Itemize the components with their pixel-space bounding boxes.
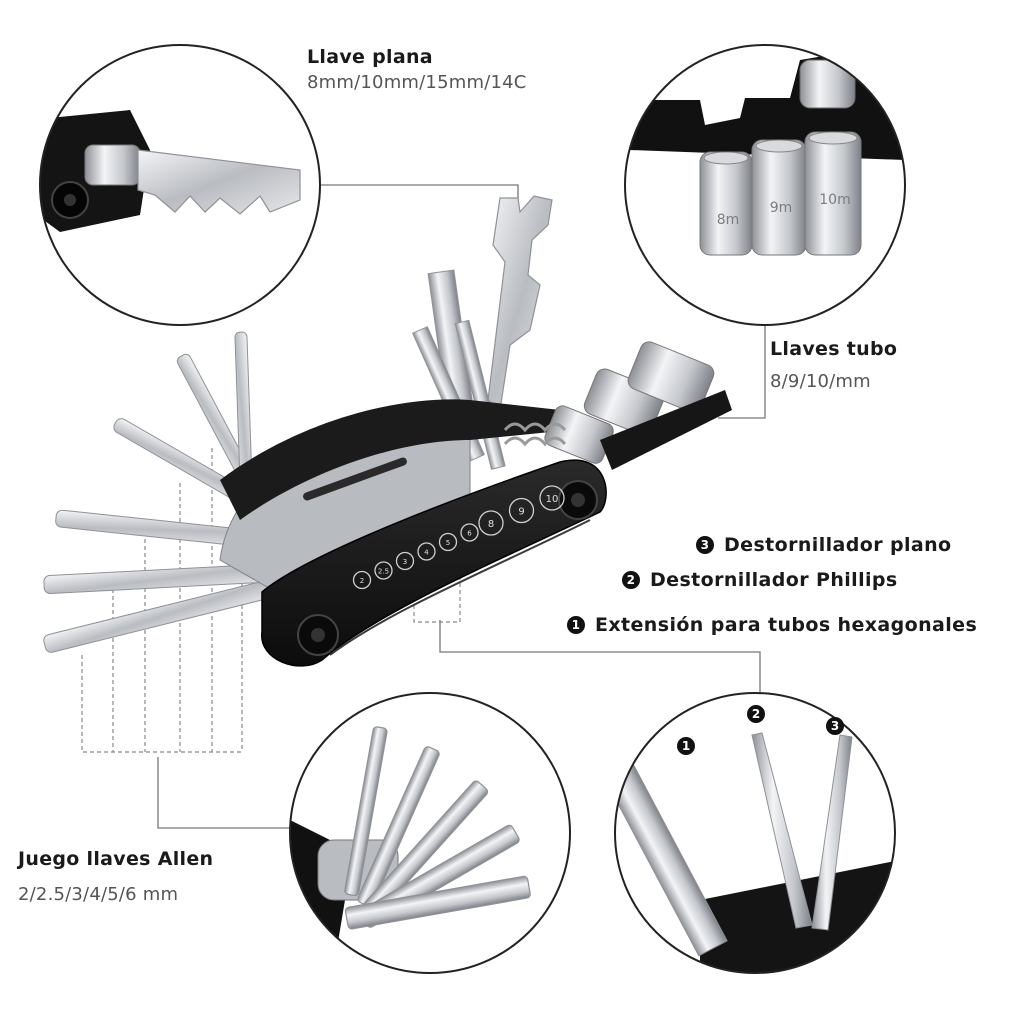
zoom-screwdrivers [614,692,896,974]
handle-marker-ring [438,532,458,552]
handle-marker-ring [539,485,565,511]
handle-marker-number: 3 [403,558,407,566]
handle-marker-number: 10 [546,494,559,505]
handle-marker-number: 6 [467,530,472,538]
socket-size-label: 8m [717,212,740,228]
tool-3-text: Destornillador plano [724,534,952,556]
badge-1: 1 [567,616,585,634]
handle-marker-ring [374,561,393,580]
socket-rim [755,139,803,153]
badge-3: 3 [696,536,714,554]
zoom-badge-1: 1 [677,737,695,755]
tool-3-label: 3 Destornillador plano [696,534,952,556]
sockets-on-tool [544,341,732,470]
handle-marker-ring [460,523,479,542]
handle-marker-number: 2 [360,577,364,585]
tool-2-label: 2 Destornillador Phillips [622,569,898,591]
tool-2-text: Destornillador Phillips [650,569,898,591]
socket [699,151,753,256]
handle-marker-number: 9 [518,507,524,518]
zoom-badge-3: 3 [826,717,844,735]
handle-marker-number: 2.5 [378,568,389,576]
handle-marker-ring [508,497,535,524]
socket-size-label: 9m [770,200,793,216]
handle-marker-number: 8 [488,519,494,530]
zoom-allen-keys [289,692,571,974]
tool-handle [261,459,607,667]
handle-marker-ring [417,542,436,561]
multitool: 2 2.5 3 4 5 6 8 9 10 [43,195,732,667]
socket-size-label: 10m [819,192,850,208]
socket-rim [808,131,858,145]
handle-marker-number: 4 [424,549,429,557]
handle-marker-ring [352,570,372,590]
flat-wrench [487,195,553,412]
handle-marker-ring [395,551,415,571]
socket-rim [703,151,749,165]
handle-marker-number: 5 [446,539,450,547]
socket-wrench-sizes: 8/9/10/mm [770,371,871,392]
tool-1-text: Extensión para tubos hexagonales [595,614,978,636]
handle-size-markers: 2 2.5 3 4 5 6 8 9 10 [352,485,565,590]
zoom-sockets: 8m 9m 10m [624,44,906,326]
flat-wrench-sizes: 8mm/10mm/15mm/14C [307,72,527,93]
zoom-flat-wrench [39,44,321,326]
socket [751,139,807,256]
socket-wrench-title: Llaves tubo [770,338,898,360]
zoom-badge-2: 2 [747,705,765,723]
flat-wrench-title: Llave plana [307,46,433,68]
allen-set-sizes: 2/2.5/3/4/5/6 mm [18,884,179,905]
badge-2: 2 [622,571,640,589]
tool-1-label: 1 Extensión para tubos hexagonales [567,614,977,636]
allen-set-title: Juego llaves Allen [18,848,214,870]
handle-marker-ring [478,510,504,536]
